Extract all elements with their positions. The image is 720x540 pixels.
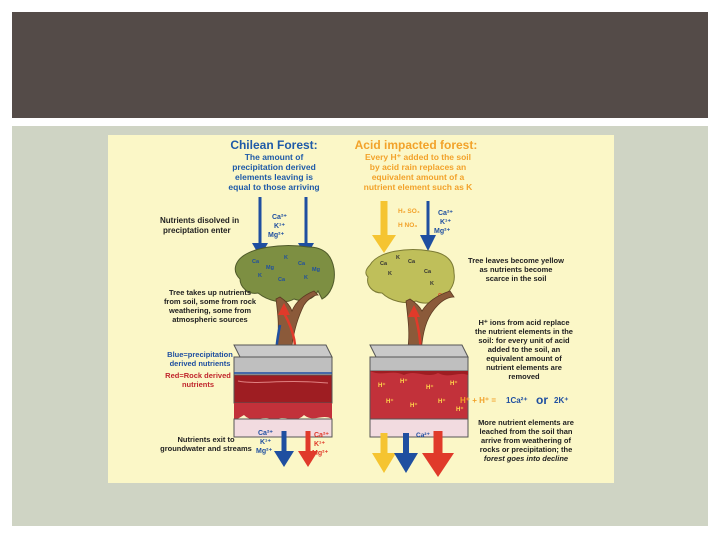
svg-text:H⁺: H⁺ [400, 378, 408, 385]
svg-text:K: K [258, 273, 262, 279]
svg-text:Mg: Mg [312, 267, 320, 273]
left-label-exit-2: groundwater and streams [160, 444, 252, 453]
right-label-replace-6: nutrient elements are [486, 363, 562, 372]
right-soil-h-ions: H⁺ H⁺ H⁺ H⁺ H⁺ H⁺ H⁺ H⁺ [378, 378, 464, 413]
figure-background [108, 135, 614, 483]
right-label-replace-4: added to the soil, an [488, 345, 561, 354]
svg-text:H⁺: H⁺ [410, 402, 418, 409]
right-label-replace-7: removed [508, 372, 540, 381]
right-outgoing-arrows [372, 431, 454, 477]
left-label-tree-uptake-3: weathering, some from [168, 306, 251, 315]
right-subheading-4: nutrient element such as K [364, 182, 473, 192]
right-label-replace-3: soil: for every unit of acid [478, 336, 570, 345]
svg-text:K: K [304, 275, 308, 281]
left-tree-canopy [234, 245, 335, 303]
svg-text:H⁺: H⁺ [426, 384, 434, 391]
left-ion-out-blue-mg: Mg²⁺ [256, 448, 272, 455]
svg-text:Ca: Ca [380, 261, 388, 267]
right-acid-nitric: H NO₃ [398, 222, 417, 229]
left-ion-out-red-ca: Ca²⁺ [314, 432, 329, 439]
left-label-nutrients-in-1: Nutrients disolved in [160, 216, 239, 225]
left-label-exit-1: Nutrients exit to [177, 435, 235, 444]
right-label-replace-2: the nutrient elements in the [475, 327, 573, 336]
svg-text:Ca: Ca [278, 277, 286, 283]
left-label-blue-2: derived nutrients [170, 359, 231, 368]
right-label-yellow-2: as nutrients become [480, 265, 553, 274]
right-acid-sulfuric: H₂ SO₄ [398, 208, 420, 215]
svg-text:K: K [396, 255, 400, 261]
right-label-yellow-3: scarce in the soil [486, 274, 547, 283]
right-soil-box [369, 344, 469, 438]
left-label-blue-1: Blue=precipitation [167, 350, 233, 359]
right-ion-in-k: K¹⁺ [440, 219, 451, 226]
right-label-leached-1: More nutrient elements are [478, 418, 574, 427]
equation-ca: 1Ca²⁺ [506, 396, 528, 405]
left-heading: Chilean Forest: [230, 138, 317, 152]
svg-text:H⁺: H⁺ [378, 382, 386, 389]
left-label-nutrients-in-2: preciptation enter [163, 226, 231, 235]
right-equation: H⁺ + H⁺ = 1Ca²⁺ or 2K⁺ [460, 393, 568, 407]
left-ion-out-blue-ca: Ca²⁺ [258, 430, 273, 437]
left-ion-in-ca: Ca²⁺ [272, 214, 287, 221]
svg-text:Ca: Ca [252, 259, 260, 265]
left-subheading-2: precipitation derived [232, 162, 316, 172]
left-outgoing-arrows [274, 431, 318, 467]
left-label-tree-uptake-1: Tree takes up nutrients [169, 288, 251, 297]
right-label-replace-5: equivalent amount of [486, 354, 562, 363]
left-ion-in-k: K¹⁺ [274, 223, 285, 230]
right-heading: Acid impacted forest: [355, 138, 478, 152]
equation-or: or [536, 393, 548, 407]
svg-text:Ca: Ca [408, 259, 416, 265]
svg-text:K: K [284, 255, 288, 261]
left-ion-out-blue-k: K¹⁺ [260, 439, 271, 446]
right-incoming-arrows [372, 201, 436, 253]
svg-text:H⁺: H⁺ [438, 398, 446, 405]
right-ion-in-mg: Mg²⁺ [434, 228, 450, 235]
left-label-tree-uptake-2: from soil, some from rock [164, 297, 257, 306]
right-label-leached-5: forest goes into decline [484, 454, 568, 463]
svg-text:Mg: Mg [266, 265, 274, 271]
left-label-tree-uptake-4: atmospheric sources [172, 315, 247, 324]
svg-text:Ca: Ca [424, 269, 432, 275]
left-label-red-2: nutrients [182, 380, 214, 389]
left-ion-out-red-mg: Mg²⁺ [312, 450, 328, 457]
left-ion-out-red-k: K¹⁺ [314, 441, 325, 448]
left-soil-box [233, 344, 333, 438]
left-subheading-4: equal to those arriving [228, 182, 319, 192]
right-label-yellow-1: Tree leaves become yellow [468, 256, 564, 265]
right-ion-in-ca: Ca²⁺ [438, 210, 453, 217]
forest-nutrient-diagram: Chilean Forest: The amount of precipitat… [108, 135, 614, 483]
svg-text:K: K [430, 281, 434, 287]
svg-text:H⁺: H⁺ [450, 380, 458, 387]
equation-k: 2K⁺ [554, 396, 568, 405]
left-subheading-3: elements leaving is [235, 172, 313, 182]
svg-text:Ca: Ca [298, 261, 306, 267]
equation-lhs: H⁺ + H⁺ = [460, 396, 496, 405]
svg-text:H⁺: H⁺ [386, 398, 394, 405]
left-label-red-1: Red=Rock derived [165, 371, 231, 380]
svg-text:H⁺: H⁺ [456, 406, 464, 413]
right-subheading-1: Every H⁺ added to the soil [365, 152, 471, 162]
right-label-leached-3: arrive from weathering of [481, 436, 572, 445]
right-label-replace-1: H⁺ ions from acid replace [478, 318, 569, 327]
right-label-leached-4: rocks or precipitation; the [480, 445, 573, 454]
right-subheading-2: by acid rain replaces an [370, 162, 466, 172]
svg-text:K: K [388, 271, 392, 277]
right-subheading-3: equivalent amount of a [372, 172, 465, 182]
slide-title-bar [12, 12, 708, 118]
left-ion-in-mg: Mg²⁺ [268, 232, 284, 239]
left-subheading-1: The amount of [245, 152, 304, 162]
right-ion-out-ca: Ca²⁺ [416, 432, 430, 439]
right-label-leached-2: leached from the soil than [480, 427, 573, 436]
